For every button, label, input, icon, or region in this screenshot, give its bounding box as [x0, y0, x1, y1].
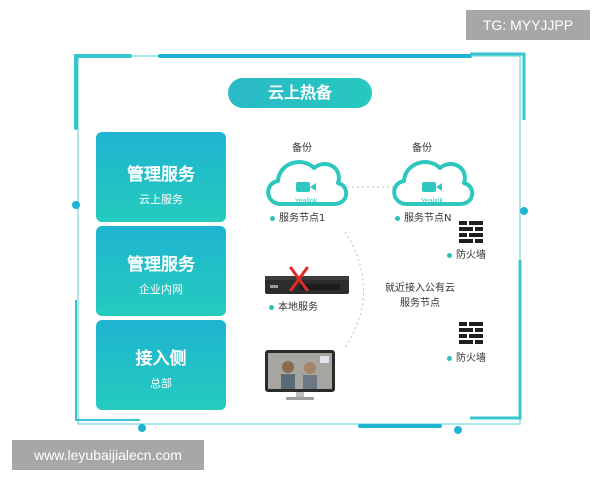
panel-title: 管理服务 — [127, 165, 195, 185]
frame — [74, 52, 526, 428]
firewall-icon — [459, 221, 483, 243]
panel-title: 管理服务 — [127, 255, 195, 275]
cloud-node-1: Yealink — [266, 160, 349, 206]
video-camera-icon — [422, 182, 442, 192]
panel-intranet-management: 管理服务 企业内网 — [96, 226, 226, 316]
firewall-label: 防火墙 — [447, 349, 486, 364]
watermark-bottom: www.leyubaijialecn.com — [12, 440, 204, 470]
access-note-line: 服务节点 — [400, 298, 440, 309]
cloud-brand-label: Yealink — [295, 198, 318, 205]
panel-access-side: 接入侧 总部 — [96, 320, 226, 410]
cloud-node-n: Yealink — [392, 160, 475, 206]
backup-label: 备份 — [292, 143, 312, 154]
node-label: 服务节点N — [395, 209, 451, 224]
access-note: 就近接入公有云 服务节点 — [372, 281, 468, 311]
panel-title: 接入侧 — [135, 349, 187, 369]
diagram-title: 云上热备 — [228, 78, 372, 108]
watermark-top: TG: MYYJJPP — [466, 10, 590, 40]
panel-subtitle: 企业内网 — [139, 283, 183, 296]
cloud-brand-label: Yealink — [421, 198, 444, 205]
access-arc-line — [344, 231, 364, 349]
firewall-label: 防火墙 — [447, 246, 486, 261]
server-icon — [265, 276, 349, 294]
panel-subtitle: 云上服务 — [139, 193, 183, 206]
panel-subtitle: 总部 — [150, 377, 172, 390]
firewall-icon — [459, 322, 483, 344]
access-note-line: 就近接入公有云 — [385, 283, 455, 294]
video-camera-icon — [296, 182, 316, 192]
monitor-icon — [265, 350, 335, 400]
local-service-label: 本地服务 — [269, 298, 318, 313]
backup-label: 备份 — [412, 143, 432, 154]
frame-dots — [72, 201, 528, 434]
node-label: 服务节点1 — [270, 209, 325, 224]
failure-cross-icon — [289, 266, 309, 292]
panel-cloud-management: 管理服务 云上服务 — [96, 132, 226, 222]
